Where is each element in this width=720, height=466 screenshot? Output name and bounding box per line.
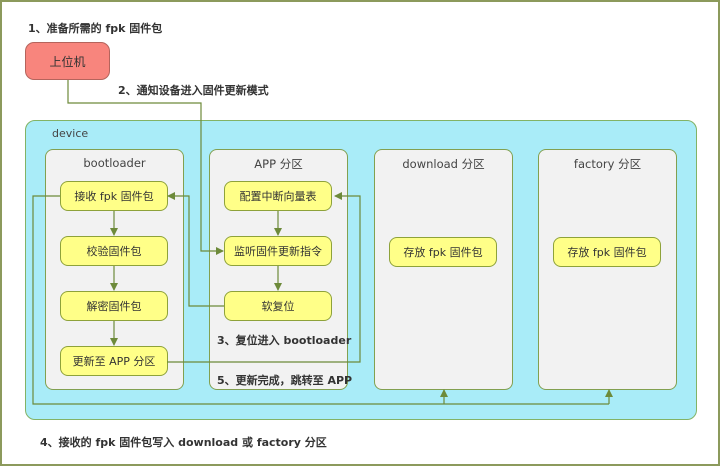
factory-title: factory 分区 bbox=[573, 157, 642, 171]
app-title: APP 分区 bbox=[254, 157, 303, 171]
step3-note: 3、复位进入 bootloader bbox=[217, 334, 352, 347]
write-partition-line bbox=[32, 195, 609, 405]
reset-to-bootloader-arrow bbox=[167, 192, 224, 307]
download-title: download 分区 bbox=[402, 157, 485, 171]
step1-note: 1、准备所需的 fpk 固件包 bbox=[28, 22, 163, 35]
device-label: device bbox=[52, 127, 89, 140]
factory-store-step: 存放 fpk 固件包 bbox=[553, 237, 661, 267]
decrypt-fpk-step: 解密固件包 bbox=[60, 291, 168, 321]
download-panel: download 分区 bbox=[374, 149, 513, 390]
notify-arrow bbox=[67, 80, 224, 255]
config-vector-table-step: 配置中断向量表 bbox=[224, 181, 332, 211]
jump-to-app-arrow bbox=[167, 192, 361, 363]
receive-fpk-step: 接收 fpk 固件包 bbox=[60, 181, 168, 211]
step5-note: 5、更新完成，跳转至 APP bbox=[217, 374, 353, 387]
step2-note: 2、通知设备进入固件更新模式 bbox=[118, 84, 269, 97]
update-app-step: 更新至 APP 分区 bbox=[60, 346, 168, 376]
download-store-step: 存放 fpk 固件包 bbox=[389, 237, 497, 267]
bootloader-title: bootloader bbox=[83, 156, 146, 170]
step4-note: 4、接收的 fpk 固件包写入 download 或 factory 分区 bbox=[40, 436, 327, 449]
listen-update-cmd-step: 监听固件更新指令 bbox=[224, 236, 332, 266]
host-computer-node: 上位机 bbox=[25, 42, 110, 80]
factory-panel: factory 分区 bbox=[538, 149, 677, 390]
verify-fpk-step: 校验固件包 bbox=[60, 236, 168, 266]
soft-reset-step: 软复位 bbox=[224, 291, 332, 321]
